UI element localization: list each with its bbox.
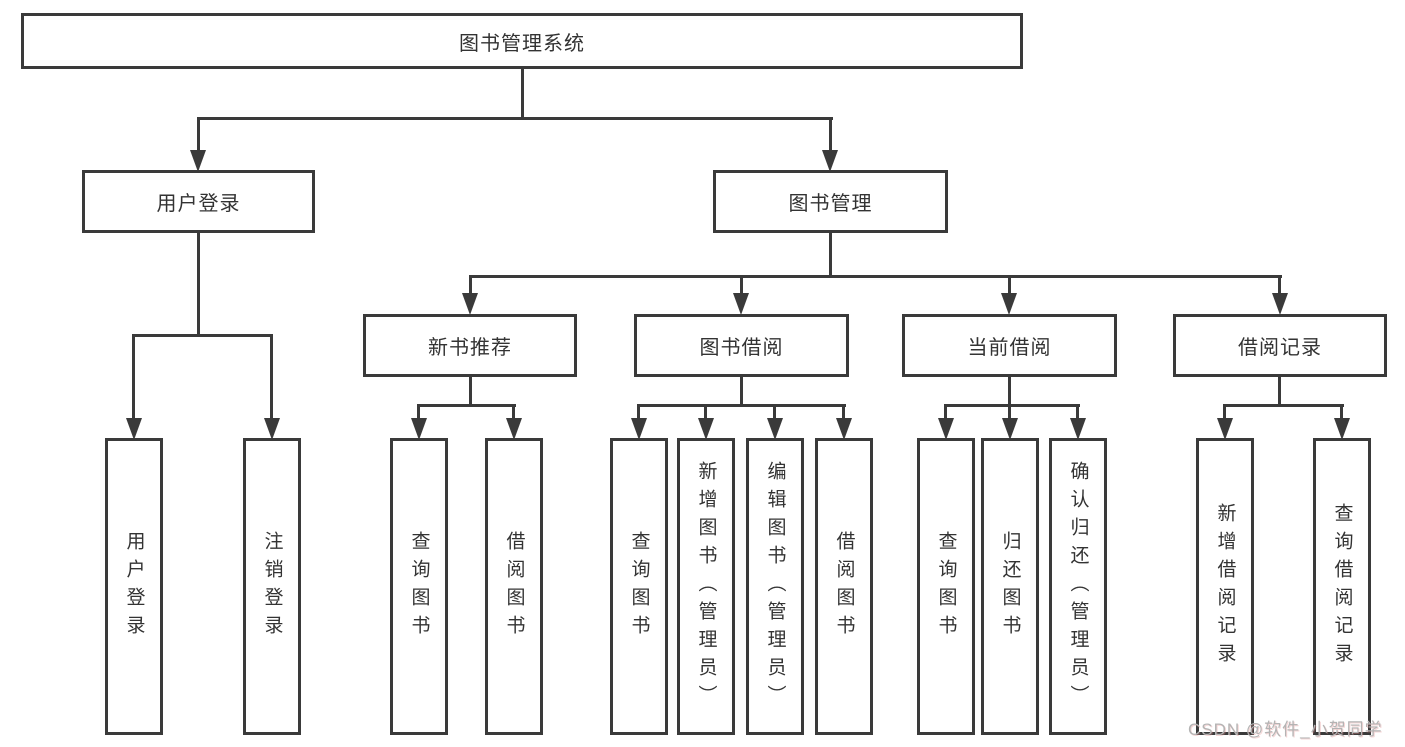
leaf-user-login-label: 用户登录: [123, 530, 145, 643]
leaf-borrow-book: 借阅图书: [815, 438, 873, 735]
leaf-query-borrow-record-label: 查询借阅记录: [1331, 502, 1353, 671]
node-root: 图书管理系统: [21, 13, 1023, 69]
connector-drop-level3: [1278, 275, 1281, 295]
leaf-return-book-label: 归还图书: [999, 530, 1021, 643]
connector-drop-leaf: [944, 404, 947, 420]
connector-new-book-stub: [469, 377, 472, 406]
leaf-borrow-book-recommend-label: 借阅图书: [503, 530, 525, 643]
leaf-query-book-current: 查询图书: [917, 438, 975, 735]
node-borrow-records: 借阅记录: [1173, 314, 1387, 377]
arrowhead-icon: [733, 293, 749, 315]
connector-rail-level3: [469, 275, 1282, 278]
connector-rail-borrow-records: [1223, 404, 1344, 407]
connector-rail-new-book: [417, 404, 516, 407]
node-new-book-recommend: 新书推荐: [363, 314, 577, 377]
connector-book-borrow-stub: [740, 377, 743, 406]
node-root-label: 图书管理系统: [459, 32, 585, 55]
leaf-add-borrow-record: 新增借阅记录: [1196, 438, 1254, 735]
arrowhead-icon: [767, 418, 783, 440]
connector-root-stub: [521, 69, 524, 120]
leaf-edit-book-admin: 编辑图书（管理员）: [746, 438, 804, 735]
arrowhead-icon: [698, 418, 714, 440]
arrowhead-icon: [1217, 418, 1233, 440]
connector-drop-leaf: [773, 404, 776, 420]
connector-current-borrow-stub: [1008, 377, 1011, 406]
leaf-query-book-recommend-label: 查询图书: [408, 530, 430, 643]
connector-drop-level3: [1008, 275, 1011, 295]
leaf-borrow-book-label: 借阅图书: [833, 530, 855, 643]
arrowhead-icon: [264, 418, 280, 440]
connector-drop-leaf: [842, 404, 845, 420]
arrowhead-icon: [1334, 418, 1350, 440]
node-user-login-label: 用户登录: [156, 193, 241, 215]
connector-drop-book-management: [829, 117, 832, 152]
leaf-confirm-return-admin: 确认归还（管理员）: [1049, 438, 1107, 735]
leaf-confirm-return-admin-label: 确认归还（管理员）: [1067, 460, 1089, 713]
leaf-add-borrow-record-label: 新增借阅记录: [1214, 502, 1236, 671]
leaf-query-book-current-label: 查询图书: [935, 530, 957, 643]
leaf-add-book-admin: 新增图书（管理员）: [677, 438, 735, 735]
arrowhead-icon: [190, 150, 206, 172]
connector-borrow-records-stub: [1278, 377, 1281, 406]
connector-drop-leaf: [132, 334, 135, 420]
arrowhead-icon: [1070, 418, 1086, 440]
connector-drop-user-login: [197, 117, 200, 152]
leaf-query-borrow-record: 查询借阅记录: [1313, 438, 1371, 735]
arrowhead-icon: [631, 418, 647, 440]
connector-book-management-stub: [829, 233, 832, 277]
leaf-add-book-admin-label: 新增图书（管理员）: [695, 460, 717, 713]
arrowhead-icon: [938, 418, 954, 440]
leaf-user-login: 用户登录: [105, 438, 163, 735]
leaf-return-book: 归还图书: [981, 438, 1039, 735]
leaf-borrow-book-recommend: 借阅图书: [485, 438, 543, 735]
node-current-borrow: 当前借阅: [902, 314, 1117, 377]
node-new-book-recommend-label: 新书推荐: [428, 337, 512, 359]
node-book-borrow: 图书借阅: [634, 314, 849, 377]
leaf-query-book-recommend: 查询图书: [390, 438, 448, 735]
connector-drop-level3: [469, 275, 472, 295]
arrowhead-icon: [1001, 293, 1017, 315]
arrowhead-icon: [822, 150, 838, 172]
leaf-query-book-borrow-label: 查询图书: [628, 530, 650, 643]
node-borrow-records-label: 借阅记录: [1238, 337, 1322, 359]
connector-rail-level2: [197, 117, 833, 120]
connector-drop-leaf: [270, 334, 273, 420]
connector-drop-leaf: [1340, 404, 1343, 420]
node-book-borrow-label: 图书借阅: [699, 337, 784, 359]
arrowhead-icon: [836, 418, 852, 440]
arrowhead-icon: [126, 418, 142, 440]
connector-rail-user-login: [132, 334, 273, 337]
connector-rail-current-borrow: [944, 404, 1080, 407]
connector-drop-leaf: [704, 404, 707, 420]
leaf-logout-label: 注销登录: [261, 530, 283, 643]
connector-rail-book-borrow: [637, 404, 846, 407]
leaf-query-book-borrow: 查询图书: [610, 438, 668, 735]
connector-drop-leaf: [1223, 404, 1226, 420]
node-user-login: 用户登录: [82, 170, 315, 233]
connector-drop-leaf: [1008, 404, 1011, 420]
leaf-edit-book-admin-label: 编辑图书（管理员）: [764, 460, 786, 713]
connector-drop-level3: [740, 275, 743, 295]
leaf-logout: 注销登录: [243, 438, 301, 735]
node-book-management: 图书管理: [713, 170, 948, 233]
csdn-watermark: CSDN @软件_小贺同学: [1188, 720, 1383, 739]
arrowhead-icon: [506, 418, 522, 440]
arrowhead-icon: [1272, 293, 1288, 315]
connector-drop-leaf: [637, 404, 640, 420]
arrowhead-icon: [1002, 418, 1018, 440]
connector-drop-leaf: [417, 404, 420, 420]
node-book-management-label: 图书管理: [788, 193, 873, 215]
connector-drop-leaf: [512, 404, 515, 420]
connector-drop-leaf: [1076, 404, 1079, 420]
connector-user-login-stub: [197, 233, 200, 336]
node-current-borrow-label: 当前借阅: [967, 337, 1052, 359]
arrowhead-icon: [462, 293, 478, 315]
arrowhead-icon: [411, 418, 427, 440]
